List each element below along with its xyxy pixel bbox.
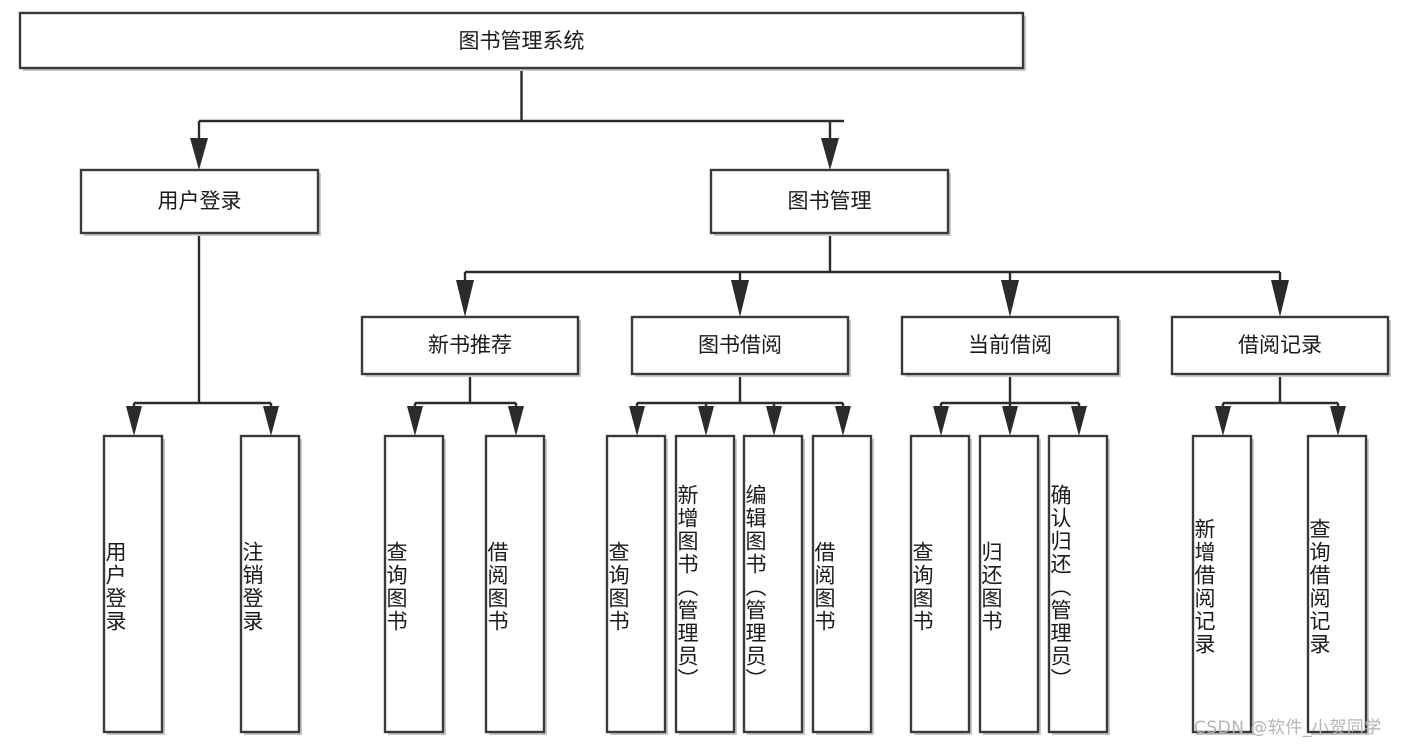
arrow-head-leaf-new-book-2 xyxy=(508,406,524,436)
leaf-book-borrow-4-box[interactable] xyxy=(811,434,873,734)
leaf-current-borrow-2-label: 归还图书 xyxy=(979,541,1003,633)
leaf-book-borrow-1-label: 查询图书 xyxy=(606,541,630,633)
leaf-user-login-2[interactable]: 注销登录 xyxy=(240,436,299,732)
root-node-box[interactable] xyxy=(18,11,1025,70)
root-node-label: 图书管理系统 xyxy=(459,29,585,53)
leaf-book-borrow-3[interactable]: 编辑图书（管理员） xyxy=(743,436,802,732)
leaf-new-book-2-box[interactable] xyxy=(484,434,546,734)
node-user-login-box[interactable] xyxy=(79,168,320,235)
horizontal-labels-group: 图书管理系统 用户登录 图书管理 新书推荐 图书借阅 当前借阅 借阅记录 xyxy=(158,29,1323,357)
leaf-new-book-recommend-2[interactable]: 借阅图书 xyxy=(485,436,544,732)
node-current-borrow-box[interactable] xyxy=(900,315,1120,376)
arrow-head-leaf-book-borrow-4 xyxy=(835,406,851,436)
leaf-user-login-1[interactable]: 用户登录 xyxy=(103,436,162,732)
leaf-borrow-record-1[interactable]: 新增借阅记录 xyxy=(1192,436,1251,732)
leaf-book-borrow-2-label: 新增图书（管理员） xyxy=(675,483,699,691)
node-user-login-label: 用户登录 xyxy=(158,189,242,213)
leaf-current-borrow-3-label: 确认归还（管理员） xyxy=(1048,483,1072,691)
leaf-new-book-recommend-2-label: 借阅图书 xyxy=(485,541,509,633)
arrow-head-book-mgmt xyxy=(821,138,839,170)
leaf-borrow-record-2-label: 查询借阅记录 xyxy=(1307,518,1331,656)
leaf-user-login-1-label: 用户登录 xyxy=(103,541,127,633)
node-book-management-label: 图书管理 xyxy=(788,189,872,213)
leaf-borrow-record-1-label: 新增借阅记录 xyxy=(1192,518,1216,656)
arrow-head-leaf-book-borrow-1 xyxy=(629,406,645,436)
leaf-current-borrow-2[interactable]: 归还图书 xyxy=(979,436,1038,732)
arrow-head-leaf-book-borrow-3 xyxy=(766,406,782,436)
node-borrow-record-label: 借阅记录 xyxy=(1238,333,1322,357)
leaf-book-borrow-1-box[interactable] xyxy=(605,434,667,734)
leaf-book-borrow-3-label: 编辑图书（管理员） xyxy=(743,483,767,691)
node-borrow-record-box[interactable] xyxy=(1170,315,1390,376)
arrow-head-leaf-new-book-1 xyxy=(407,406,423,436)
leaf-book-borrow-3-box[interactable] xyxy=(742,434,804,734)
leaf-book-borrow-4[interactable]: 借阅图书 xyxy=(812,436,871,732)
leaf-new-book-1-box[interactable] xyxy=(383,434,445,734)
arrow-head-leaf-user-login-1 xyxy=(126,406,142,436)
leaf-current-borrow-3[interactable]: 确认归还（管理员） xyxy=(1048,436,1107,732)
leaf-borrow-record-2[interactable]: 查询借阅记录 xyxy=(1307,436,1366,732)
nodes-group xyxy=(18,11,1391,735)
arrow-head-leaf-current-borrow-2 xyxy=(1002,406,1018,436)
node-new-book-recommend-box[interactable] xyxy=(360,315,580,376)
arrow-head-leaf-borrow-record-2 xyxy=(1330,406,1346,436)
leaf-current-borrow-1[interactable]: 查询图书 xyxy=(910,436,969,732)
leaf-user-login-2-label: 注销登录 xyxy=(240,541,264,633)
node-current-borrow-label: 当前借阅 xyxy=(968,333,1052,357)
leaf-new-book-recommend-1[interactable]: 查询图书 xyxy=(384,436,443,732)
leaf-current-borrow-1-box[interactable] xyxy=(909,434,971,734)
leaf-book-borrow-2-box[interactable] xyxy=(674,434,736,734)
leaf-book-borrow-2[interactable]: 新增图书（管理员） xyxy=(675,436,734,732)
arrow-head-leaf-book-borrow-2 xyxy=(698,406,714,436)
leaf-current-borrow-1-label: 查询图书 xyxy=(910,541,934,633)
leaf-borrow-record-2-box[interactable] xyxy=(1306,434,1368,734)
leaf-borrow-record-1-box[interactable] xyxy=(1191,434,1253,734)
leaf-current-borrow-2-box[interactable] xyxy=(978,434,1040,734)
arrow-head-leaf-current-borrow-1 xyxy=(933,406,949,436)
leaf-book-borrow-1[interactable]: 查询图书 xyxy=(606,436,665,732)
arrow-head-current-borrow xyxy=(1001,280,1019,317)
node-book-management-box[interactable] xyxy=(709,168,950,235)
arrow-head-book-borrow xyxy=(731,280,749,317)
leaf-user-login-1-box[interactable] xyxy=(102,434,164,734)
node-book-borrow-box[interactable] xyxy=(630,315,850,376)
leaf-current-borrow-3-box[interactable] xyxy=(1047,434,1109,734)
arrow-head-leaf-current-borrow-3 xyxy=(1071,406,1087,436)
node-new-book-recommend-label: 新书推荐 xyxy=(428,333,512,357)
leaf-book-borrow-4-label: 借阅图书 xyxy=(812,541,836,633)
arrow-head-borrow-record xyxy=(1271,280,1289,317)
arrow-head-user-login xyxy=(190,138,208,170)
csdn-watermark: CSDN @软件_小贺同学 xyxy=(1194,718,1382,738)
connectors-group xyxy=(126,68,1346,436)
leaf-new-book-recommend-1-label: 查询图书 xyxy=(384,541,408,633)
arrow-head-new-book xyxy=(456,280,474,317)
leaf-user-login-2-box[interactable] xyxy=(239,434,301,734)
arrow-head-leaf-user-login-2 xyxy=(263,406,279,436)
node-book-borrow-label: 图书借阅 xyxy=(698,333,782,357)
arrow-head-leaf-borrow-record-1 xyxy=(1215,406,1231,436)
